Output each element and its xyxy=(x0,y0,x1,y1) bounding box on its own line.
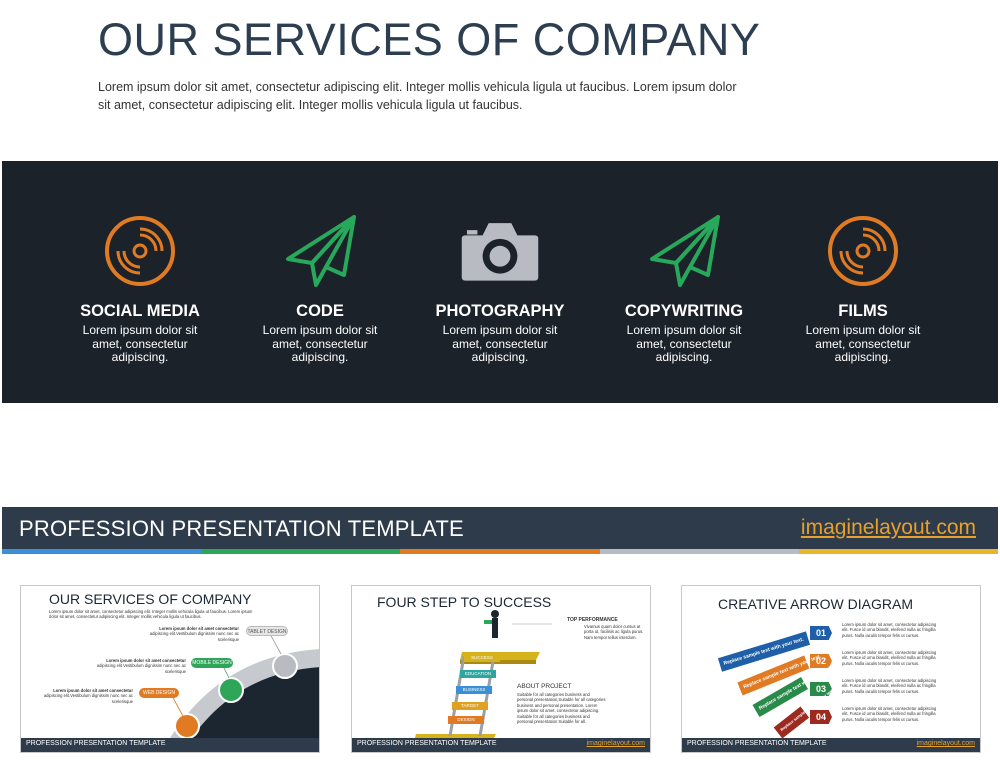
service-name: PHOTOGRAPHY xyxy=(435,302,565,320)
ladder-diagram xyxy=(414,610,552,748)
thumbnail-footer: PROFESSION PRESENTATION TEMPLATE xyxy=(21,738,319,752)
main-slide: OUR SERVICES OF COMPANY Lorem ipsum dolo… xyxy=(2,0,998,556)
vinyl-disc-icon xyxy=(100,211,180,291)
paper-plane-icon xyxy=(644,211,724,291)
service-name: SOCIAL MEDIA xyxy=(80,302,200,320)
thumbnail-footer-title: PROFESSION PRESENTATION TEMPLATE xyxy=(687,740,827,747)
thumbnail-services[interactable]: OUR SERVICES OF COMPANY Lorem ipsum dolo… xyxy=(20,585,320,753)
thumbnail-footer-title: PROFESSION PRESENTATION TEMPLATE xyxy=(26,740,166,747)
page-description: Lorem ipsum dolor sit amet, consectetur … xyxy=(98,80,737,112)
top-performance-heading: TOP PERFORMANCE xyxy=(567,617,618,623)
thumbnail-footer-link[interactable]: imaginelayout.com xyxy=(916,740,975,747)
service-name: COPYWRITING xyxy=(624,302,744,320)
about-project-text: Suitable for all categories business and… xyxy=(517,692,606,725)
thumbnail-title: FOUR STEP TO SUCCESS xyxy=(377,594,552,610)
strip-segment xyxy=(201,549,401,554)
service-text: Lorem ipsum dolor sit amet, consectetur … xyxy=(82,323,198,364)
mobile-design-label: MOBILE DESIGN xyxy=(191,658,233,668)
thumbnail-success[interactable]: FOUR STEP TO SUCCESS SUCCESS EDUCATION B… xyxy=(351,585,651,753)
arrow-note: Lorem ipsum dolor sit amet, consectetur … xyxy=(842,650,937,666)
vinyl-disc-icon xyxy=(823,211,903,291)
strip-segment xyxy=(400,549,600,554)
footer-title: PROFESSION PRESENTATION TEMPLATE xyxy=(19,516,464,541)
thumbnail-arrow[interactable]: CREATIVE ARROW DIAGRAM 01 02 03 04 Repla… xyxy=(681,585,981,753)
color-strip xyxy=(2,549,998,554)
service-text: Lorem ipsum dolor sit amet, consectetur … xyxy=(262,323,378,364)
tablet-design-label: TABLET DESIGN xyxy=(246,626,288,636)
top-performance-text: Vivamus quam dolor cursus at porta ut, f… xyxy=(584,624,644,640)
paper-plane-icon xyxy=(280,211,360,291)
strip-segment xyxy=(599,549,799,554)
arrow-note: Lorem ipsum dolor sit amet, consectetur … xyxy=(842,622,937,638)
arrow-number: 03 xyxy=(810,682,832,696)
arrow-ribbon: Replace sample text with your text. xyxy=(773,687,835,739)
camera-icon xyxy=(460,211,540,291)
service-name: CODE xyxy=(296,302,344,320)
thumbnail-footer: PROFESSION PRESENTATION TEMPLATE imagine… xyxy=(352,738,650,752)
thumbnail-intro: Lorem ipsum dolor sit amet, consectetur … xyxy=(49,609,253,620)
arrow-note: Lorem ipsum dolor sit amet, consectetur … xyxy=(842,706,937,722)
strip-segment xyxy=(2,549,202,554)
service-text: Lorem ipsum dolor sit amet, consectetur … xyxy=(805,323,921,364)
step-design: DESIGN xyxy=(448,716,484,724)
thumbnail-footer-link[interactable]: imaginelayout.com xyxy=(586,740,645,747)
service-name: FILMS xyxy=(838,302,888,320)
step-business: BUSINESS xyxy=(456,686,492,694)
about-project-heading: ABOUT PROJECT xyxy=(517,683,572,690)
step-success: SUCCESS xyxy=(464,654,500,662)
thumbnail-footer: PROFESSION PRESENTATION TEMPLATE imagine… xyxy=(682,738,980,752)
service-text: Lorem ipsum dolor sit amet, consectetur … xyxy=(442,323,558,364)
arrow-number: 04 xyxy=(810,710,832,724)
arrow-number: 02 xyxy=(810,654,832,668)
footer-link[interactable]: imaginelayout.com xyxy=(800,516,976,539)
arrow-note: Lorem ipsum dolor sit amet, consectetur … xyxy=(842,678,937,694)
step-education: EDUCATION xyxy=(460,670,496,678)
service-text: Lorem ipsum dolor sit amet, consectetur … xyxy=(626,323,742,364)
arc-diagram xyxy=(163,631,319,752)
footer-bar: PROFESSION PRESENTATION TEMPLATE imagine… xyxy=(2,507,998,549)
services-band: SOCIAL MEDIA Lorem ipsum dolor sit amet,… xyxy=(2,161,998,403)
thumbnail-footer-title: PROFESSION PRESENTATION TEMPLATE xyxy=(357,740,497,747)
thumbnail-title: CREATIVE ARROW DIAGRAM xyxy=(718,596,913,612)
thumbnail-title: OUR SERVICES OF COMPANY xyxy=(49,591,252,607)
arrow-number: 01 xyxy=(810,626,832,640)
page-title: OUR SERVICES OF COMPANY xyxy=(98,14,761,65)
strip-segment xyxy=(798,549,998,554)
step-target: TARGET xyxy=(452,702,488,710)
web-design-label: WEB DESIGN xyxy=(139,688,179,698)
